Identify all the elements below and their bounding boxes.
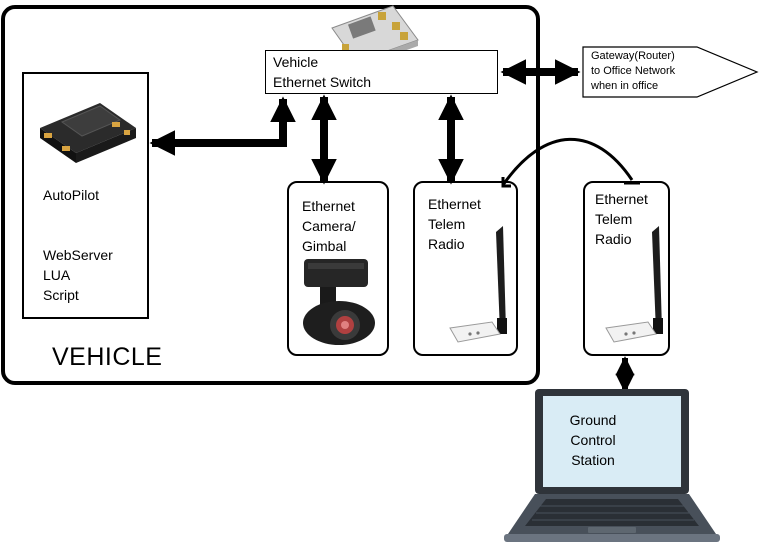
switch-box: Vehicle Ethernet Switch xyxy=(265,50,498,94)
radio-link-curve xyxy=(501,137,634,186)
ground-radio-label: Ethernet Telem Radio xyxy=(595,191,648,247)
vehicle-boundary xyxy=(1,5,540,385)
arrow-switch-autopilot xyxy=(149,96,296,156)
vehicle-radio-box: Ethernet Telem Radio xyxy=(413,181,518,356)
gateway-label: Gateway(Router) to Office Network when i… xyxy=(591,50,676,92)
autopilot-box: AutoPilot WebServer LUA Script xyxy=(22,72,149,319)
gcs-label: Ground Control Station xyxy=(569,412,617,468)
switch-label: Vehicle Ethernet Switch xyxy=(273,54,372,90)
autopilot-label: AutoPilot xyxy=(43,187,100,203)
vehicle-label: VEHICLE xyxy=(52,343,163,371)
autopilot-icon xyxy=(40,103,136,163)
vehicle-radio-icon xyxy=(449,226,507,343)
vehicle-radio-label: Ethernet Telem Radio xyxy=(428,196,481,252)
ground-radio-box: Ethernet Telem Radio xyxy=(583,181,670,356)
ground-radio-icon xyxy=(605,226,663,343)
gateway-shape xyxy=(582,46,759,98)
camera-label: Ethernet Camera/ Gimbal xyxy=(302,198,356,254)
camera-gimbal-icon xyxy=(303,259,375,345)
camera-box: Ethernet Camera/ Gimbal xyxy=(287,181,389,356)
laptop-icon xyxy=(504,389,720,542)
connections xyxy=(149,59,635,393)
script-label: WebServer LUA Script xyxy=(43,247,113,303)
